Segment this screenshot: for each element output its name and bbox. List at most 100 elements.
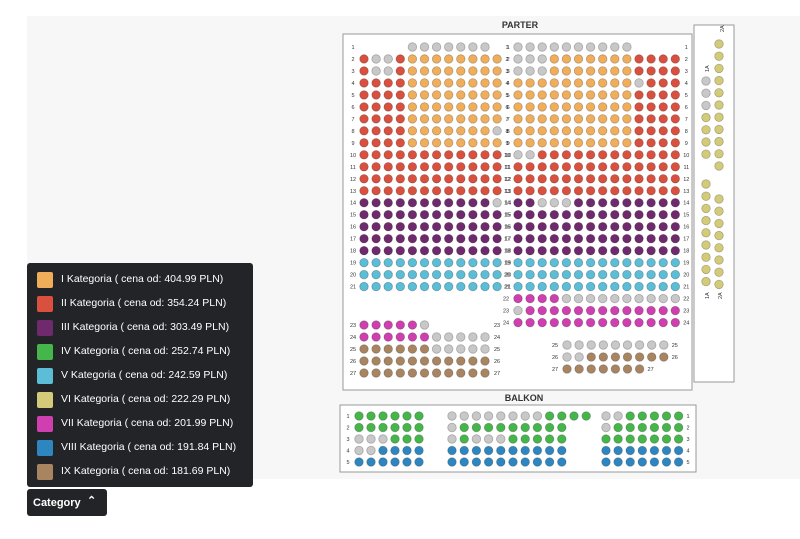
seat[interactable] [371,174,381,184]
seat[interactable] [366,434,376,444]
seat[interactable] [613,457,623,467]
seat[interactable] [383,126,393,136]
seat[interactable] [496,411,506,421]
seat[interactable] [459,457,469,467]
seat[interactable] [561,150,572,160]
seat[interactable] [480,198,490,208]
seat[interactable] [658,245,668,256]
seat[interactable] [610,210,620,220]
seat[interactable] [646,257,656,268]
seat[interactable] [637,434,648,444]
seat[interactable] [459,445,469,456]
seat[interactable] [525,78,535,88]
seat[interactable] [513,174,523,184]
seat[interactable] [701,191,711,201]
seat[interactable] [646,293,656,304]
seat[interactable] [658,221,668,232]
seat[interactable] [658,210,668,220]
seat[interactable] [480,257,490,268]
seat[interactable] [407,233,418,244]
seat[interactable] [513,138,523,148]
seat[interactable] [383,356,393,366]
seat[interactable] [525,66,535,76]
seat[interactable] [359,356,369,366]
seat[interactable] [544,457,555,467]
seat[interactable] [561,233,572,244]
seat[interactable] [549,150,560,160]
seat[interactable] [610,305,620,316]
seat[interactable] [659,352,669,362]
seat[interactable] [414,411,424,421]
seat[interactable] [670,305,681,316]
seat[interactable] [598,210,608,220]
seat[interactable] [598,221,608,232]
seat[interactable] [402,411,412,421]
seat[interactable] [549,66,560,76]
seat[interactable] [622,174,632,184]
seat[interactable] [573,305,584,316]
seat[interactable] [598,269,608,280]
seat[interactable] [561,138,572,148]
seat[interactable] [492,90,502,100]
seat[interactable] [658,90,668,100]
seat[interactable] [444,233,454,244]
seat[interactable] [714,161,724,171]
seat[interactable] [537,162,547,172]
seat[interactable] [419,42,430,52]
seat[interactable] [395,138,406,148]
seat[interactable] [714,243,724,253]
seat[interactable] [670,78,681,88]
seat[interactable] [407,257,418,268]
seat[interactable] [456,102,466,112]
seat[interactable] [658,102,668,112]
seat[interactable] [601,457,611,467]
seat[interactable] [371,150,381,160]
seat[interactable] [610,281,620,292]
seat[interactable] [573,269,584,280]
seat[interactable] [532,445,543,456]
seat[interactable] [456,138,466,148]
seat[interactable] [561,162,572,172]
seat[interactable] [537,174,547,184]
seat[interactable] [480,368,490,378]
seat[interactable] [456,368,466,378]
seat[interactable] [610,150,620,160]
seat[interactable] [573,150,584,160]
seat[interactable] [395,186,406,196]
seat[interactable] [419,126,430,136]
seat[interactable] [471,411,482,421]
seat[interactable] [573,221,584,232]
seat[interactable] [658,114,668,124]
seat[interactable] [496,457,506,467]
seat[interactable] [471,457,482,467]
seat[interactable] [496,445,506,456]
seat[interactable] [371,114,381,124]
seat[interactable] [613,422,623,433]
seat[interactable] [444,42,454,52]
seat[interactable] [670,317,681,328]
seat[interactable] [383,344,393,354]
seat[interactable] [407,186,418,196]
seat[interactable] [598,317,608,328]
seat[interactable] [610,364,621,374]
seat[interactable] [701,215,711,226]
seat[interactable] [561,114,572,124]
seat[interactable] [444,344,454,354]
seat[interactable] [561,245,572,256]
seat[interactable] [354,411,364,421]
seat[interactable] [407,66,418,76]
seat[interactable] [585,138,596,148]
seat[interactable] [383,320,393,330]
seat[interactable] [670,174,681,184]
seat[interactable] [622,150,632,160]
seat[interactable] [525,210,535,220]
seat[interactable] [480,126,490,136]
seat[interactable] [407,162,418,172]
seat[interactable] [610,221,620,232]
seat[interactable] [549,269,560,280]
seat[interactable] [513,90,523,100]
seat[interactable] [359,186,369,196]
seat[interactable] [483,411,494,421]
seat[interactable] [513,198,523,208]
seat[interactable] [549,78,560,88]
